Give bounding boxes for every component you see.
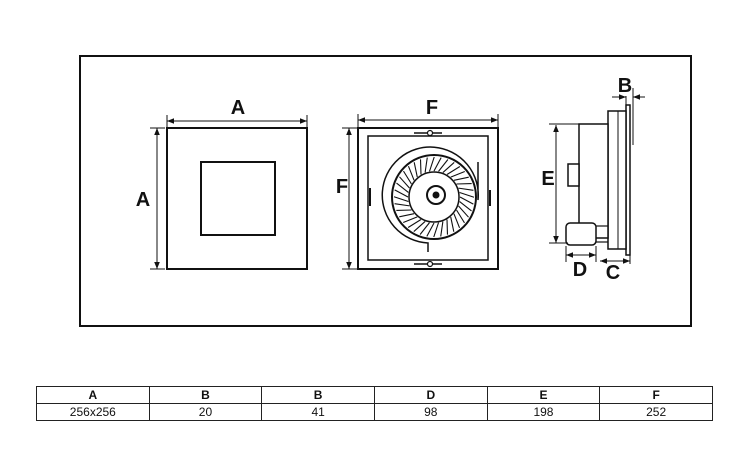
impeller-outer xyxy=(391,154,477,240)
dim-f-height-label: F xyxy=(336,176,348,198)
dim-c-label: C xyxy=(606,262,620,284)
impeller-blade xyxy=(438,159,449,172)
dim-a-height-label: A xyxy=(136,189,150,211)
impeller-blade xyxy=(403,216,418,224)
impeller-blade xyxy=(407,219,422,228)
table-header-cell: E xyxy=(486,386,601,404)
dim-d-label: D xyxy=(573,259,587,281)
impeller-blade xyxy=(403,170,412,185)
impeller-blade xyxy=(456,209,465,224)
dimensions-table: A B B D E F 256x256 20 41 98 198 252 xyxy=(36,386,713,421)
side-body xyxy=(607,110,627,250)
impeller-blade xyxy=(433,157,442,172)
impeller-blade xyxy=(413,162,418,178)
impeller-blade xyxy=(450,216,455,232)
table-header-cell: B xyxy=(261,386,375,404)
side-view: B E D C xyxy=(541,75,645,284)
impeller-blade xyxy=(458,205,469,218)
impeller-blade xyxy=(399,176,410,189)
screw-top xyxy=(426,129,434,137)
impeller-blade xyxy=(394,189,409,198)
dim-a-width-label: A xyxy=(231,97,245,119)
impeller-blade xyxy=(394,203,410,207)
side-connector xyxy=(567,163,580,187)
impeller-blade xyxy=(433,222,440,238)
cover-plate xyxy=(166,127,308,270)
table-header-cell: D xyxy=(373,386,488,404)
impeller-blade xyxy=(396,182,409,193)
impeller-blade xyxy=(399,213,415,218)
impeller-blade xyxy=(407,166,415,181)
drawing-frame xyxy=(79,55,692,327)
table-cell: 20 xyxy=(148,403,263,421)
cover-window xyxy=(200,161,276,236)
impeller-blades xyxy=(393,156,475,238)
scroll-housing xyxy=(381,146,479,252)
table-cell: 41 xyxy=(261,403,375,421)
table-row: 256x256 20 41 98 198 252 xyxy=(36,403,713,421)
dim-e-label: E xyxy=(541,168,554,190)
dim-f-width-label: F xyxy=(426,97,438,119)
table-header-row: A B B D E F xyxy=(36,386,713,404)
impeller-blade xyxy=(459,196,474,205)
table-cell: 98 xyxy=(373,403,488,421)
table-header-cell: B xyxy=(148,386,263,404)
table-cell: 198 xyxy=(486,403,601,421)
impeller-blade xyxy=(393,196,409,203)
front-cover-view: A A xyxy=(136,97,308,270)
technical-drawing: A A F F xyxy=(79,55,692,327)
table-cell: 252 xyxy=(599,403,713,421)
fan-body-view: F F xyxy=(336,97,499,270)
impeller-blade xyxy=(413,221,426,232)
dim-b-label: B xyxy=(618,75,632,97)
impeller-blade xyxy=(442,162,455,173)
screw-bottom xyxy=(426,260,434,268)
impeller-blade xyxy=(419,222,430,235)
impeller-blade xyxy=(458,187,474,191)
impeller-blade xyxy=(453,176,469,181)
fan-outer-plate xyxy=(357,127,499,270)
side-spigot xyxy=(565,222,597,246)
impeller-blade xyxy=(428,156,435,172)
impeller-blade xyxy=(426,222,435,237)
impeller-blade xyxy=(446,166,461,175)
impeller-blade xyxy=(440,221,444,237)
table-header-cell: F xyxy=(599,386,713,404)
impeller-blade xyxy=(450,170,465,178)
impeller-blade xyxy=(453,213,461,228)
impeller-blade xyxy=(459,191,475,198)
table-header-cell: A xyxy=(36,386,150,404)
impeller-blade xyxy=(424,157,428,173)
fan-inner-plate xyxy=(367,135,489,261)
impeller-blade xyxy=(459,201,472,212)
table-cell: 256x256 xyxy=(36,403,150,421)
